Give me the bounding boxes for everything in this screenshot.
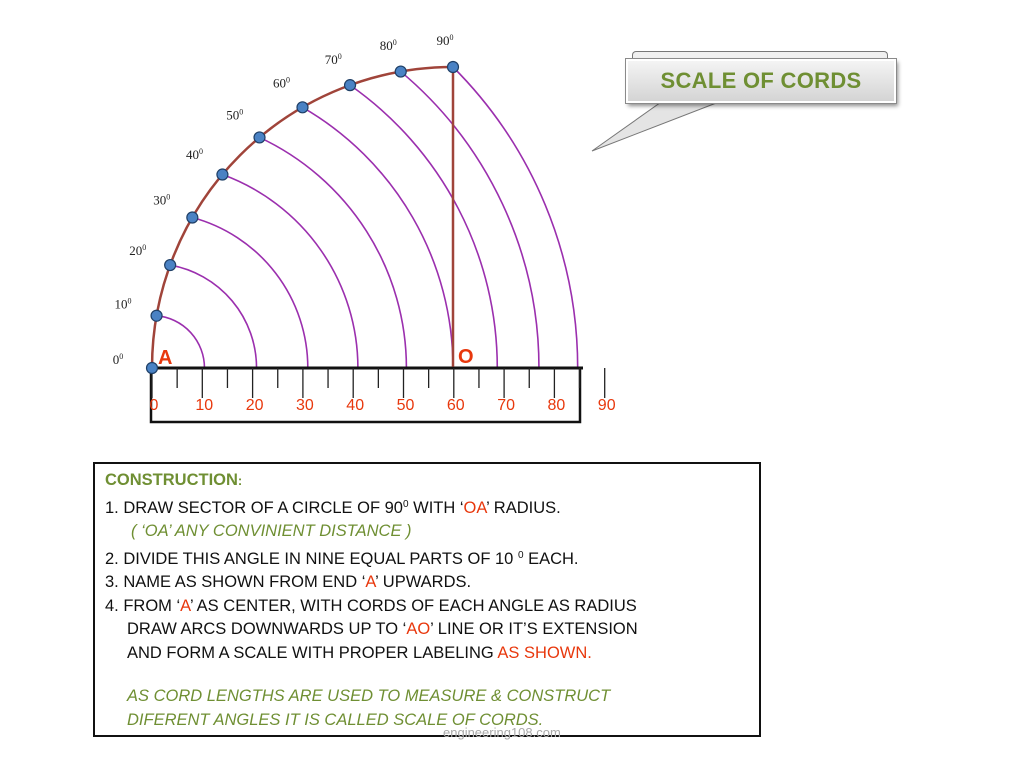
step-4-as-shown: AS SHOWN.	[497, 643, 592, 662]
step-3-text-a: 3. NAME AS SHOWN FROM END ‘	[105, 573, 366, 591]
step-2-degree: 0	[517, 549, 524, 561]
scale-box	[149, 366, 582, 424]
step-1-note: ( ‘OA’ ANY CONVINIENT DISTANCE )	[105, 520, 749, 544]
angle-label-20: 200	[129, 243, 146, 258]
cord-arc-10	[156, 314, 206, 369]
step-2-text-a: 2. DIVIDE THIS ANGLE IN NINE EQUAL PARTS…	[105, 549, 518, 568]
construction-heading-colon: :	[237, 473, 243, 488]
step-1-text-b: WITH ‘	[408, 498, 464, 517]
scale-number-40: 40	[346, 397, 364, 414]
division-point-0	[145, 361, 159, 375]
step-2: 2. DIVIDE THIS ANGLE IN NINE EQUAL PARTS…	[105, 544, 749, 572]
step-3: 3. NAME AS SHOWN FROM END ‘A’ UPWARDS.	[105, 571, 749, 595]
division-point-20	[164, 258, 177, 272]
angle-label-80: 800	[380, 38, 397, 53]
division-point-30	[186, 211, 199, 224]
step-4-a: A	[180, 596, 190, 615]
note-line-2: DIFERENT ANGLES IT IS CALLED SCALE OF CO…	[105, 709, 749, 733]
step-4-text-a: 4. FROM ‘	[105, 596, 181, 615]
point-o-label: O	[458, 346, 474, 368]
cord-arc-90	[452, 66, 579, 369]
step-4-line-3-a: AND FORM A SCALE WITH PROPER LABELING	[127, 643, 498, 662]
cord-arc-80	[400, 70, 540, 369]
step-1-oa: OA	[463, 498, 487, 517]
step-4-line-2-a: DRAW ARCS DOWNWARDS UP TO ‘	[127, 620, 407, 638]
degree-mark: 0	[128, 297, 132, 306]
degree-mark: 0	[142, 243, 146, 252]
angle-label-30: 300	[153, 193, 170, 208]
step-4-line-3: AND FORM A SCALE WITH PROPER LABELING AS…	[105, 642, 749, 666]
callout-back-tab	[632, 51, 888, 62]
cord-arc-20	[170, 264, 258, 369]
callout-title: SCALE OF CORDS	[660, 68, 862, 93]
step-1-text-a: 1. DRAW SECTOR OF A CIRCLE OF 90	[105, 498, 403, 517]
title-callout: SCALE OF CORDS	[625, 58, 897, 104]
watermark: engineering108.com	[443, 725, 561, 740]
step-4-line-2: DRAW ARCS DOWNWARDS UP TO ‘AO’ LINE OR I…	[105, 618, 749, 642]
step-1-text-c: ’ RADIUS.	[486, 498, 561, 517]
step-3-text-b: ’ UPWARDS.	[375, 573, 472, 591]
step-1-degree: 0	[402, 498, 409, 510]
angle-label-50: 500	[226, 108, 243, 123]
construction-heading-line: CONSTRUCTION:	[105, 469, 749, 493]
scale-number-60: 60	[447, 397, 465, 414]
cord-arc-70	[349, 84, 499, 369]
division-point-50	[253, 131, 266, 144]
degree-mark: 0	[338, 52, 342, 61]
construction-heading: CONSTRUCTION	[105, 471, 238, 489]
degree-mark: 0	[239, 108, 243, 117]
step-2-text-b: EACH.	[523, 549, 579, 568]
cord-arc-30	[192, 216, 309, 369]
division-point-70	[343, 79, 357, 92]
cord-arc-40	[222, 173, 359, 369]
angle-label-0: 00	[113, 352, 124, 367]
angle-label-40: 400	[186, 147, 203, 162]
note-line-1-text: AS CORD LENGTHS ARE USED TO MEASURE & CO…	[127, 687, 611, 705]
step-3-a: A	[365, 573, 376, 591]
division-point-80	[394, 65, 407, 78]
step-1: 1. DRAW SECTOR OF A CIRCLE OF 900 WITH ‘…	[105, 493, 749, 521]
angle-label-10: 100	[115, 297, 132, 312]
construction-box: CONSTRUCTION: 1. DRAW SECTOR OF A CIRCLE…	[93, 462, 761, 737]
cord-arc-50	[259, 136, 408, 369]
cord-arc-60	[302, 106, 454, 369]
degree-mark: 0	[286, 76, 290, 85]
outer-quarter-arc	[150, 65, 454, 369]
division-point-10	[150, 309, 163, 322]
angle-label-90: 900	[437, 33, 454, 48]
scale-number-10: 10	[195, 397, 213, 414]
division-point-40	[216, 168, 229, 181]
scale-number-50: 50	[397, 397, 415, 414]
degree-mark: 0	[119, 352, 123, 361]
angle-label-70: 700	[325, 52, 342, 67]
callout-pointer	[591, 99, 725, 152]
spacer	[105, 665, 749, 685]
point-a-label: A	[158, 347, 172, 369]
step-4-line-2-b: ’ LINE OR IT’S EXTENSION	[430, 620, 638, 638]
scale-number-0: 0	[150, 397, 159, 414]
step-1-note-text: ( ‘OA’ ANY CONVINIENT DISTANCE )	[131, 522, 412, 540]
division-point-90	[446, 60, 460, 74]
degree-mark: 0	[199, 147, 203, 156]
degree-mark: 0	[166, 193, 170, 202]
step-4: 4. FROM ‘A’ AS CENTER, WITH CORDS OF EAC…	[105, 595, 749, 619]
scale-number-30: 30	[296, 397, 314, 414]
scale-number-20: 20	[246, 397, 264, 414]
scale-number-90: 90	[598, 397, 616, 414]
note-line-2-text: DIFERENT ANGLES IT IS CALLED SCALE OF CO…	[127, 710, 544, 729]
angle-label-60: 600	[273, 76, 290, 91]
division-point-60	[296, 101, 309, 114]
degree-mark: 0	[393, 38, 397, 47]
note-line-1: AS CORD LENGTHS ARE USED TO MEASURE & CO…	[105, 685, 749, 709]
step-4-text-b: ’ AS CENTER, WITH CORDS OF EACH ANGLE AS…	[189, 596, 637, 615]
degree-mark: 0	[450, 33, 454, 42]
scale-number-80: 80	[548, 397, 566, 414]
step-4-ao: AO	[406, 620, 431, 638]
scale-number-70: 70	[497, 397, 515, 414]
